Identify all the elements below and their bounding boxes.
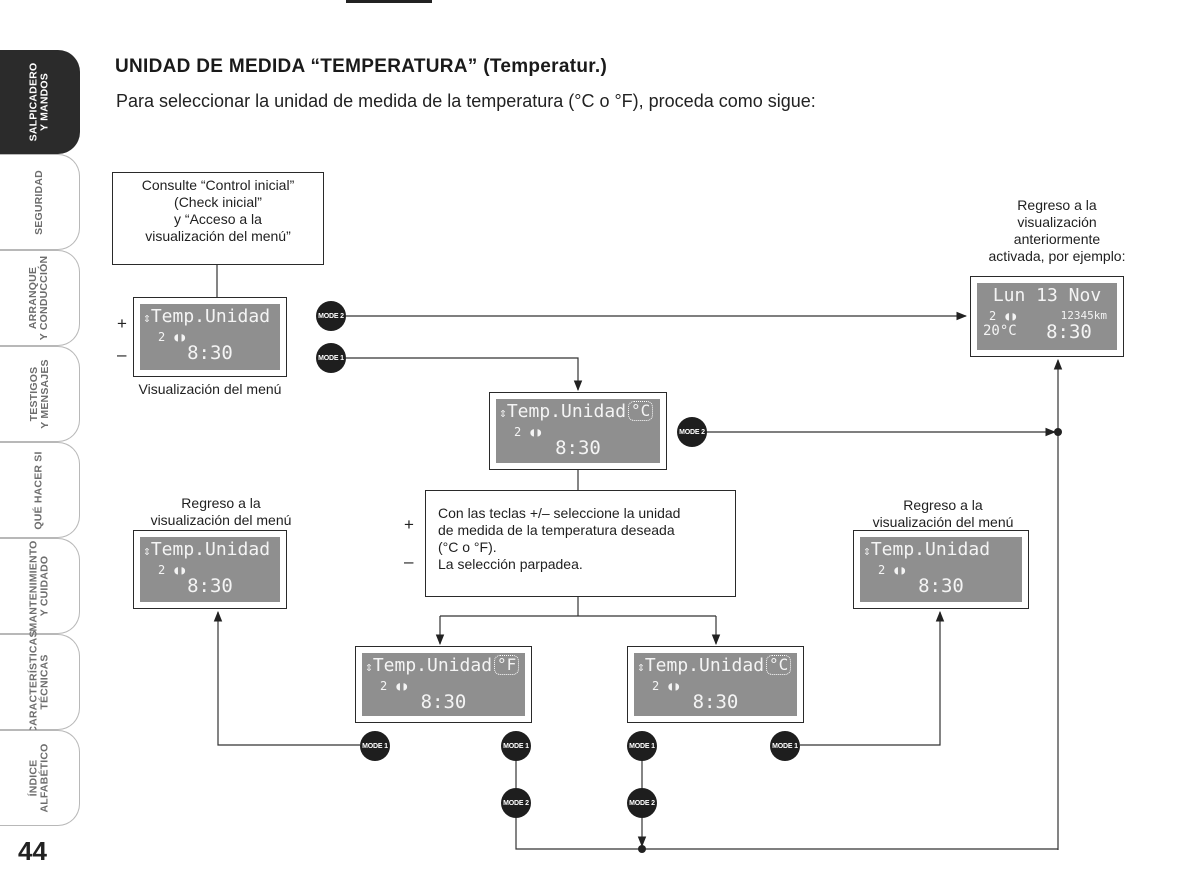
menu-caption: Visualización del menú: [138, 381, 282, 397]
lcd-menu-line: ⇕Temp.Unidad: [143, 539, 270, 560]
lcd-sub-line: 2 ◖◗: [158, 330, 187, 344]
tab-salpicadero[interactable]: SALPICADERO Y MANDOS: [0, 50, 80, 154]
lcd-menu-line: ⇕Temp.Unidad°C: [499, 401, 654, 422]
lcd-default-display: Lun 13 Nov 2 ◖◗ 12345km 20°C 8:30: [970, 276, 1124, 357]
lcd-clock: 8:30: [1046, 321, 1092, 343]
section-title-sub: (Temperatur.): [483, 56, 608, 77]
lcd-sub-line: 2 ◖◗: [652, 679, 681, 693]
page-number: 44: [18, 836, 47, 866]
lcd-screen: ⇕Temp.Unidad°F 2 ◖◗ 8:30: [362, 653, 525, 716]
tab-mantenimiento[interactable]: MANTENIMIENTO Y CUIDADO: [0, 538, 80, 634]
minus-key-label: –: [117, 345, 127, 364]
lcd-menu-text: Temp.Unidad: [870, 539, 991, 560]
up-down-arrows-icon: ⇕: [365, 660, 373, 675]
plus-key-label: +: [404, 515, 414, 534]
mode1-button[interactable]: MODE 1: [627, 731, 657, 761]
lcd-menu-text: Temp.Unidad: [644, 655, 765, 676]
up-down-arrows-icon: ⇕: [863, 544, 871, 559]
mode2-button[interactable]: MODE 2: [677, 417, 707, 447]
lcd-screen: ⇕Temp.Unidad°C 2 ◖◗ 8:30: [634, 653, 797, 716]
lcd-menu-text: Temp.Unidad: [150, 306, 271, 327]
lcd-menu-display-left: ⇕Temp.Unidad 2 ◖◗ 8:30: [133, 530, 287, 609]
lcd-outside-temp: 20°C: [983, 323, 1017, 339]
mode2-button[interactable]: MODE 2: [316, 301, 346, 331]
tab-que-hacer[interactable]: QUÉ HACER SI: [0, 442, 80, 538]
tab-indice[interactable]: ÍNDICE ALFABÉTICO: [0, 730, 80, 826]
lcd-sub-line: 2 ◖◗: [380, 679, 409, 693]
lcd-menu-line: ⇕Temp.Unidad: [863, 539, 990, 560]
return-menu-caption-left: Regreso a la visualización del menú: [150, 495, 292, 528]
tab-caracteristicas[interactable]: CARACTERÍSTICAS TÉCNICAS: [0, 630, 80, 734]
lcd-fahrenheit-display: ⇕Temp.Unidad°F 2 ◖◗ 8:30: [355, 646, 532, 723]
lcd-screen: Lun 13 Nov 2 ◖◗ 12345km 20°C 8:30: [977, 283, 1117, 350]
unit-fahrenheit-badge: °F: [494, 655, 520, 675]
lcd-menu-text: Temp.Unidad: [150, 539, 271, 560]
up-down-arrows-icon: ⇕: [143, 311, 151, 326]
minus-key-label: –: [404, 552, 414, 571]
lcd-date: Lun 13 Nov: [992, 285, 1102, 306]
lcd-menu-line: ⇕Temp.Unidad: [143, 306, 270, 327]
lcd-menu-text: Temp.Unidad: [506, 401, 627, 422]
mode2-button[interactable]: MODE 2: [627, 788, 657, 818]
lcd-sub-line: 2 ◖◗: [158, 563, 187, 577]
return-menu-caption-right: Regreso a la visualización del menú: [872, 497, 1014, 530]
return-previous-caption: Regreso a la visualización anteriormente…: [988, 197, 1126, 264]
lcd-screen: ⇕Temp.Unidad°C 2 ◖◗ 8:30: [496, 399, 660, 463]
lcd-clock: 8:30: [187, 342, 233, 364]
mode1-button[interactable]: MODE 1: [501, 731, 531, 761]
lcd-clock: 8:30: [420, 691, 467, 713]
intro-text: Para seleccionar la unidad de medida de …: [116, 91, 816, 111]
lcd-screen: ⇕Temp.Unidad 2 ◖◗ 8:30: [140, 304, 280, 370]
up-down-arrows-icon: ⇕: [637, 660, 645, 675]
lcd-menu-display: ⇕Temp.Unidad 2 ◖◗ 8:30: [133, 297, 287, 377]
tab-testigos[interactable]: TESTIGOS Y MENSAJES: [0, 346, 80, 442]
lcd-menu-line: ⇕Temp.Unidad°F: [365, 655, 520, 676]
lcd-screen: ⇕Temp.Unidad 2 ◖◗ 8:30: [140, 537, 280, 602]
lcd-screen: ⇕Temp.Unidad 2 ◖◗ 8:30: [860, 537, 1022, 602]
start-note: Consulte “Control inicial” (Check inicia…: [112, 172, 324, 265]
lcd-celsius-display-bottom: ⇕Temp.Unidad°C 2 ◖◗ 8:30: [627, 646, 804, 723]
section-title-main: UNIDAD DE MEDIDA “TEMPERATURA”: [115, 56, 478, 77]
lcd-menu-line: ⇕Temp.Unidad°C: [637, 655, 792, 676]
lcd-menu-text: Temp.Unidad: [372, 655, 493, 676]
tab-arranque[interactable]: ARRANQUE Y CONDUCCIÓN: [0, 250, 80, 346]
plus-key-label: +: [117, 314, 127, 333]
mode1-button[interactable]: MODE 1: [360, 731, 390, 761]
lcd-clock: 8:30: [187, 575, 233, 597]
lcd-menu-display-right: ⇕Temp.Unidad 2 ◖◗ 8:30: [853, 530, 1029, 609]
lcd-sub-line: 2 ◖◗: [878, 563, 907, 577]
lcd-sub-line: 2 ◖◗: [514, 425, 543, 439]
instruction-box: Con las teclas +/– seleccione la unidad …: [425, 490, 736, 597]
lcd-clock: 8:30: [555, 437, 601, 459]
up-down-arrows-icon: ⇕: [499, 406, 507, 421]
lcd-celsius-display: ⇕Temp.Unidad°C 2 ◖◗ 8:30: [489, 392, 667, 470]
up-down-arrows-icon: ⇕: [143, 544, 151, 559]
lcd-gear: 2 ◖◗: [989, 309, 1018, 323]
unit-celsius-badge: °C: [628, 401, 654, 421]
mode1-button[interactable]: MODE 1: [316, 343, 346, 373]
top-rule: [346, 0, 432, 3]
lcd-odometer: 12345km: [1060, 309, 1107, 322]
mode1-button[interactable]: MODE 1: [770, 731, 800, 761]
unit-celsius-badge: °C: [766, 655, 792, 675]
tab-seguridad[interactable]: SEGURIDAD: [0, 154, 80, 250]
lcd-clock: 8:30: [692, 691, 739, 713]
mode2-button[interactable]: MODE 2: [501, 788, 531, 818]
lcd-clock: 8:30: [918, 575, 964, 597]
section-title: UNIDAD DE MEDIDA “TEMPERATURA” (Temperat…: [115, 56, 607, 78]
